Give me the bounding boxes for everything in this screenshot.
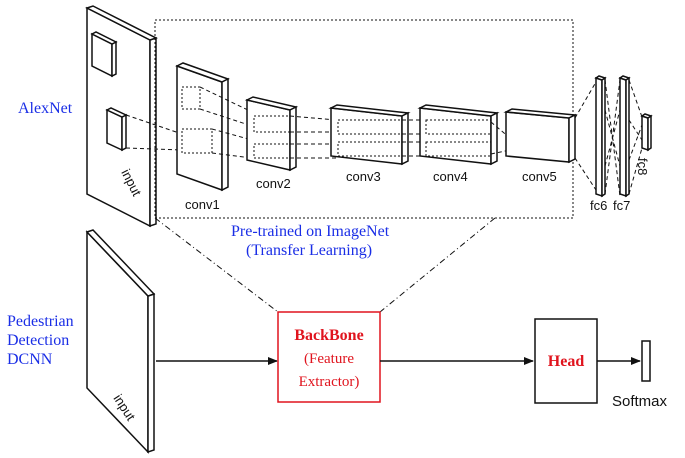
- region-to-backbone-lines: [154, 217, 496, 313]
- conv4-block: [417, 104, 500, 166]
- input-to-conv1-lines: [125, 114, 183, 151]
- input-slab-top: [85, 5, 158, 228]
- backbone-line2: (Feature: [304, 351, 354, 367]
- conv1-to-conv2-lines: [199, 86, 253, 159]
- conv2-kernels: [253, 115, 291, 159]
- backbone-title: BackBone: [294, 327, 363, 344]
- fc8-label: fc8: [635, 158, 650, 175]
- head-label: Head: [548, 353, 585, 370]
- alexnet-label: AlexNet: [18, 100, 73, 117]
- conv4-kernels: [425, 119, 492, 157]
- pedestrian-label-line3: DCNN: [7, 351, 53, 368]
- fc8-layer: [640, 113, 653, 152]
- pedestrian-label-line2: Detection: [7, 332, 69, 349]
- conv5-block: [503, 108, 578, 164]
- conv1-kernels: [181, 86, 213, 154]
- backbone-box: [277, 311, 381, 403]
- input-slab-bottom: [85, 229, 156, 454]
- fc6-layer: [594, 75, 607, 198]
- pedestrian-label-line1: Pedestrian: [7, 313, 74, 330]
- conv5-to-fc6-lines: [574, 81, 597, 191]
- fc7-label: fc7: [613, 198, 630, 213]
- conv3-label: conv3: [346, 169, 381, 184]
- conv3-kernels: [337, 119, 403, 157]
- conv2-block: [244, 96, 299, 172]
- pretrained-caption-line1: Pre-trained on ImageNet: [231, 223, 390, 240]
- conv5-label: conv5: [522, 169, 557, 184]
- conv1-label: conv1: [185, 197, 220, 212]
- conv3-block: [328, 104, 411, 166]
- fc6-label: fc6: [590, 198, 607, 213]
- conv4-label: conv4: [433, 169, 468, 184]
- fc7-layer: [618, 75, 631, 198]
- backbone-line3: Extractor): [299, 374, 360, 390]
- fc7-to-fc8-lines: [628, 79, 643, 195]
- pretrained-caption-line2: (Transfer Learning): [246, 242, 372, 259]
- softmax-bar: [641, 340, 651, 382]
- conv3-to-conv4-lines: [402, 119, 424, 157]
- conv2-label: conv2: [256, 176, 291, 191]
- conv1-block: [175, 62, 230, 192]
- fc6-to-fc7-lines: [604, 79, 621, 197]
- softmax-label: Softmax: [612, 393, 668, 410]
- conv2-to-conv3-lines: [289, 115, 337, 159]
